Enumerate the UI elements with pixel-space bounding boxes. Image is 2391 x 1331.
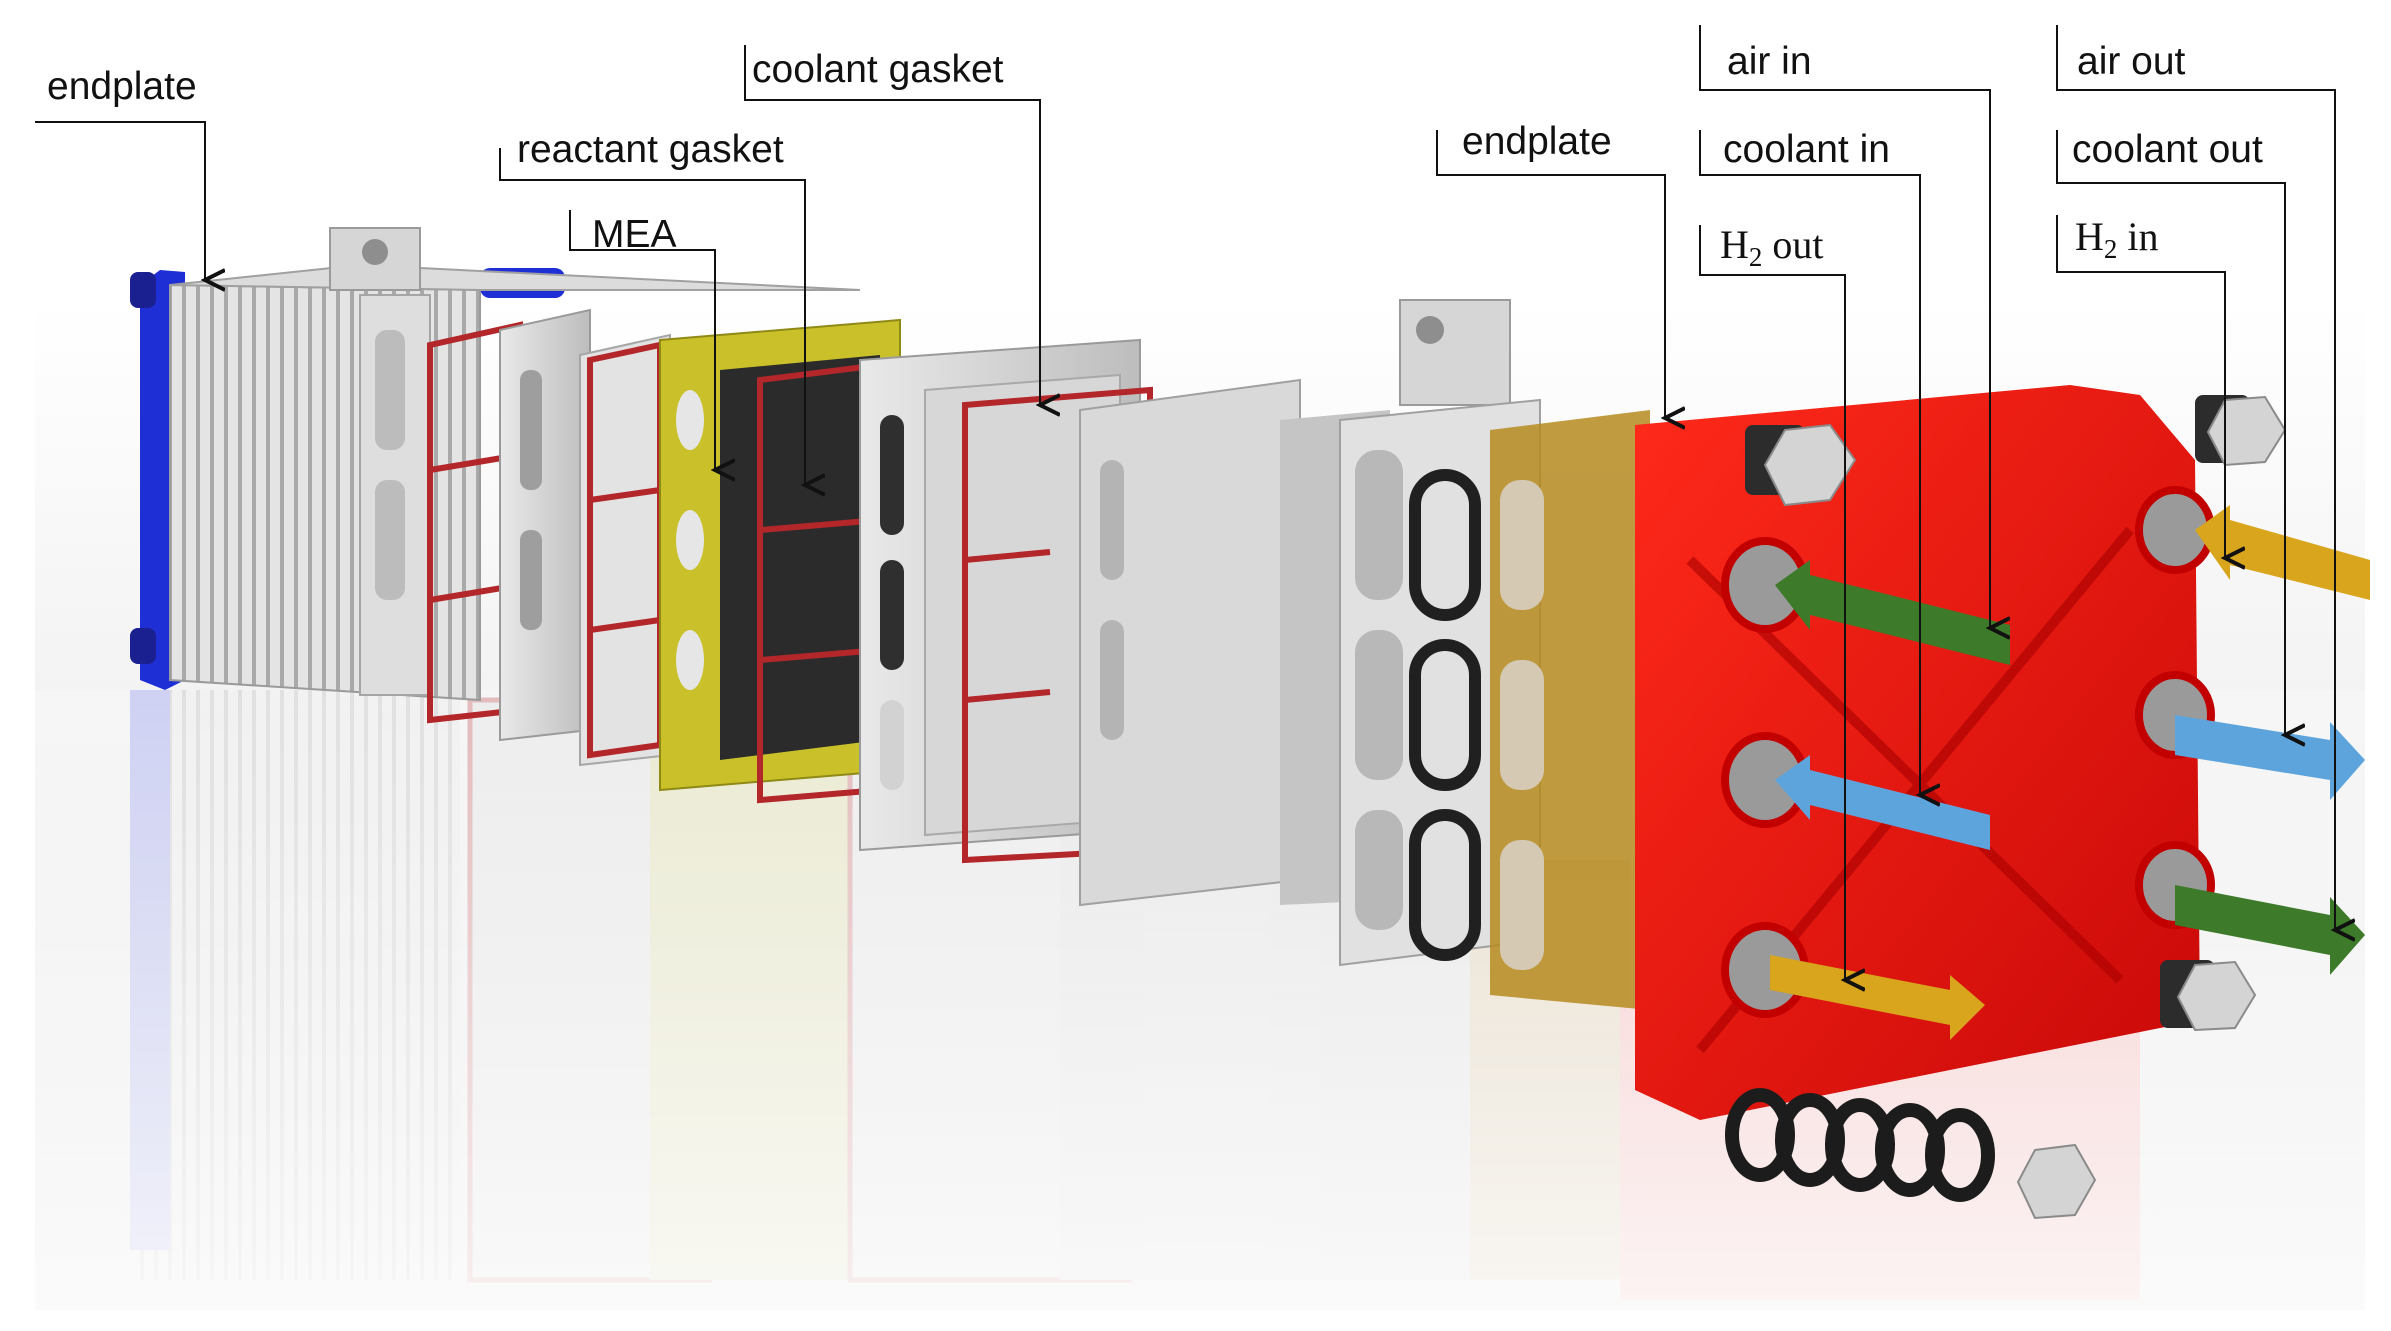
washers <box>1725 1088 1995 1202</box>
o-ring-gaskets <box>1409 469 1481 961</box>
label-coolant-in: coolant in <box>1723 128 1890 171</box>
label-h2-out: H2 out <box>1720 222 1824 272</box>
flow-arrows <box>1770 505 2370 1040</box>
label-air-in: air in <box>1727 40 1812 83</box>
cooling-fin-stack <box>169 227 861 702</box>
label-endplate-right: endplate <box>1462 120 1612 163</box>
bipolar-plate-2 <box>859 338 1141 852</box>
separator-plate <box>1079 378 1301 907</box>
h2-out-green-arrow <box>2175 885 2365 975</box>
h2-in-arrow <box>2195 505 2370 600</box>
label-coolant-out: coolant out <box>2072 128 2263 171</box>
label-reactant-gasket: reactant gasket <box>517 128 784 171</box>
label-endplate-left: endplate <box>47 65 197 108</box>
label-coolant-gasket: coolant gasket <box>752 48 1004 91</box>
fittings <box>1745 395 2287 1220</box>
bipolar-plate-1 <box>499 308 671 767</box>
label-mea: MEA <box>592 213 677 256</box>
coolant-out-arrow <box>2175 715 2365 800</box>
leader-lines <box>35 25 2335 980</box>
label-air-out: air out <box>2077 40 2186 83</box>
air-in-arrow <box>1775 560 2010 665</box>
coolant-in-arrow <box>1775 755 1990 850</box>
h2-out-arrow <box>1770 955 1985 1040</box>
insulator-plate <box>1490 410 1650 1010</box>
label-h2-in: H2 in <box>2075 214 2159 264</box>
